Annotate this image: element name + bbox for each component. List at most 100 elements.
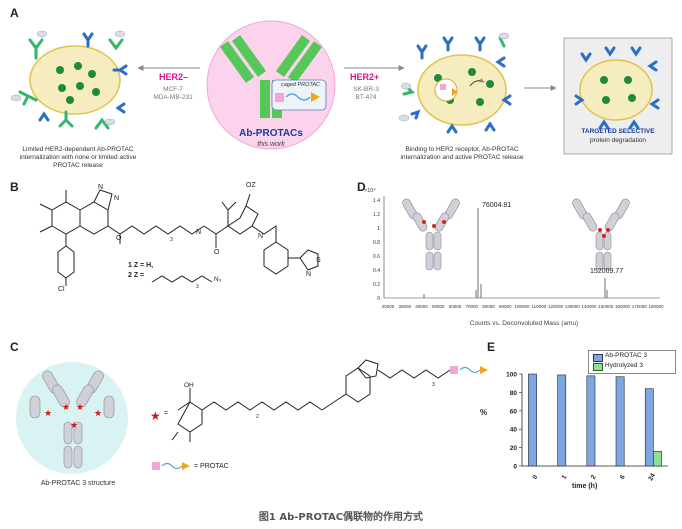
her2-negative-cell-line-1: MCF-7 <box>163 86 183 93</box>
bar-chart-x-tick-label: 24 <box>647 472 657 482</box>
spectrum-y-tick: 1 <box>377 226 380 232</box>
middle-caption-line-1: Binding to HER2 receptor, Ab-PROTAC <box>405 146 519 153</box>
figure-caption: 图1 Ab-PROTAC偶联物的作用方式 <box>258 512 424 523</box>
svg-text:N: N <box>306 271 311 278</box>
spectrum-y-tick: 0.4 <box>373 268 380 274</box>
spectrum-x-tick: 170000 <box>632 304 648 309</box>
peg-subscript-3: 3 <box>432 382 435 388</box>
spectrum-y-tick: 1.2 <box>373 212 380 218</box>
spectrum-y-tick: 0.6 <box>373 254 380 260</box>
legend-swatch-ab-protac <box>593 354 603 362</box>
azide-label: N₃ <box>214 276 222 283</box>
bar-chart-x-tick-label: 6 <box>619 474 627 481</box>
svg-text:★: ★ <box>76 403 84 413</box>
ab-protacs-title: Ab-PROTACs <box>239 128 303 139</box>
bar-chart-legend: Ab-PROTAC 3 Hydrolyzed 3 <box>588 350 676 374</box>
svg-text:N: N <box>258 233 263 240</box>
panel-b-structure: NN OO NN SN <box>39 184 321 286</box>
spectrum-x-tick: 120000 <box>548 304 564 309</box>
left-caption-line-2: internalization with none or limited act… <box>19 154 137 161</box>
svg-text:★: ★ <box>70 421 78 431</box>
spectrum-x-tick: 80000 <box>482 304 495 309</box>
her2-negative-cell-line-2: MDA-MB-231 <box>153 94 193 101</box>
spectrum-x-tick: 180000 <box>648 304 664 309</box>
compound-2-definition: 2 Z = <box>128 272 145 279</box>
spectrum-x-axis-label: Counts vs. Deconvoluted Mass (amu) <box>469 320 579 327</box>
targeted-degradation-box <box>563 37 673 155</box>
panel-c-graphics: ★★★★★ ★ <box>16 359 488 474</box>
her2-positive-cell-line-1: SK-BR-3 <box>353 86 379 93</box>
svg-text:S: S <box>316 257 321 264</box>
spectrum-x-tick: 90000 <box>499 304 512 309</box>
her2-positive-cell <box>398 32 512 134</box>
svg-text:★: ★ <box>62 403 70 413</box>
legend-label-ab-protac: Ab-PROTAC 3 <box>605 352 648 359</box>
bar-chart-y-tick-label: 100 <box>506 372 517 379</box>
peg-repeat-subscript: 3 <box>196 284 199 290</box>
bar-chart-x-tick-label: 2 <box>590 474 598 481</box>
bar-hydrolyzed-3-24h <box>653 450 662 467</box>
bar-chart-y-tick-label: 80 <box>510 390 518 397</box>
this-work-label: this work <box>257 141 285 148</box>
spectrum-x-tick: 100000 <box>514 304 530 309</box>
bar-chart-x-tick-label: 1 <box>561 474 569 481</box>
panel-label-d: D <box>357 180 366 194</box>
star-legend-equals: = <box>164 410 169 417</box>
svg-text:O: O <box>116 235 122 242</box>
spectrum-y-exponent: ×10⁴ <box>364 188 376 194</box>
spectrum-x-tick: 110000 <box>531 304 546 309</box>
ab-protac-3-structure-label: Ab-PROTAC 3 structure <box>40 480 116 487</box>
cl-label: Cl <box>58 286 65 293</box>
caged-protac-label: caged PROTAC <box>281 82 321 88</box>
spectrum-x-tick: 70000 <box>465 304 478 309</box>
oz-label: OZ <box>246 182 256 189</box>
protein-degradation-label: protein degradation <box>589 137 646 144</box>
bar-ab-protac-3-2h <box>586 375 596 467</box>
spectrum-y-tick: 1.4 <box>373 198 380 204</box>
legend-swatch-hydrolyzed <box>593 363 603 371</box>
panel-label-b: B <box>10 180 19 194</box>
spectrum-x-tick: 130000 <box>565 304 581 309</box>
spectrum-x-tick: 160000 <box>615 304 631 309</box>
bar-ab-protac-3-0h <box>528 373 537 467</box>
bar-ab-protac-3-24h <box>644 388 654 467</box>
bar-chart-y-tick-label: 60 <box>510 408 518 415</box>
spectrum-x-tick: 140000 <box>581 304 597 309</box>
targeted-selective-label: TARGETED SELECTIVE <box>581 128 655 135</box>
ab-protac-center-circle <box>206 20 336 150</box>
middle-caption-line-2: internalization and active PROTAC releas… <box>400 154 524 161</box>
spectrum-x-tick: 30000 <box>398 304 411 309</box>
panel-a-graphics <box>10 20 673 155</box>
her2-positive-label: HER2+ <box>350 72 380 82</box>
peak-label-76004: 76004.81 <box>482 202 512 209</box>
bar-chart-x-tick-label: 0 <box>531 474 539 481</box>
svg-text:★: ★ <box>44 409 52 419</box>
spectrum-y-tick: 0 <box>377 296 380 302</box>
peak-label-152009: 152009.77 <box>590 268 624 275</box>
compound-1-definition: 1 Z = H, <box>128 262 154 269</box>
svg-text:N: N <box>98 184 103 191</box>
spectrum-y-tick: 0.8 <box>373 240 380 246</box>
bar-chart-y-tick-label: 20 <box>510 445 518 452</box>
spectrum-x-tick: 60000 <box>449 304 462 309</box>
spectrum-x-tick: 50000 <box>432 304 445 309</box>
protac-legend-label: = PROTAC <box>194 463 229 470</box>
peg-subscript-2: 2 <box>256 414 259 420</box>
her2-negative-label: HER2– <box>159 72 189 82</box>
svg-text:N: N <box>196 229 201 236</box>
panel-label-e: E <box>487 340 496 354</box>
bar-chart-y-axis-label: % <box>480 408 488 417</box>
linker-repeat-subscript: 3 <box>170 237 173 243</box>
spectrum-x-tick: 150000 <box>598 304 614 309</box>
left-caption-line-3: PROTAC release <box>53 162 103 169</box>
spectrum-x-tick: 40000 <box>415 304 428 309</box>
svg-text:★: ★ <box>94 409 102 419</box>
bar-chart-y-tick-label: 40 <box>510 427 518 434</box>
bar-ab-protac-3-1h <box>557 374 567 467</box>
svg-text:O: O <box>214 249 220 256</box>
her2-positive-cell-line-2: BT-474 <box>355 94 377 101</box>
legend-label-hydrolyzed: Hydrolyzed 3 <box>605 362 643 369</box>
svg-text:★: ★ <box>150 409 161 423</box>
